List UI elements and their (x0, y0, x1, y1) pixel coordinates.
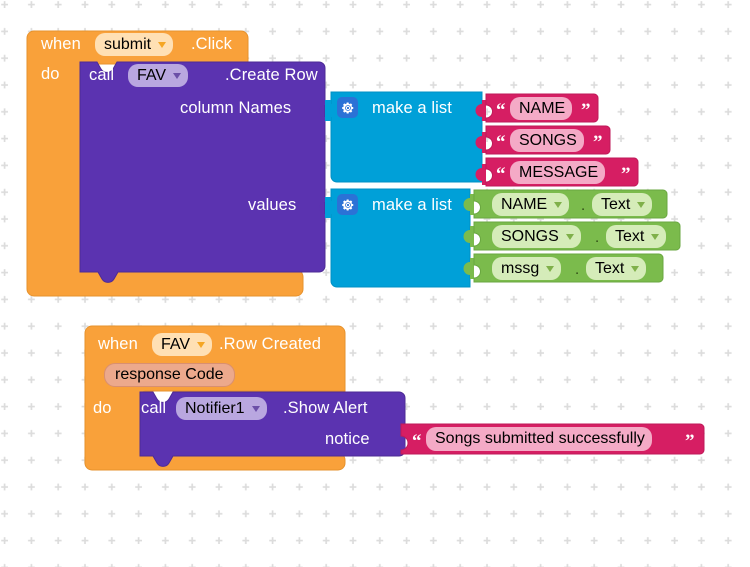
text-field-message-value: MESSAGE (519, 163, 599, 181)
make-a-list-label-1: make a list (372, 99, 452, 117)
text-field-songs-value: SONGS (519, 131, 577, 149)
when-label-2: when (98, 335, 138, 353)
socket-label-notice: notice (325, 430, 370, 448)
getter-dropdown-mssg[interactable]: mssg (492, 257, 562, 280)
method-name-label-create-row: .Create Row (225, 66, 318, 84)
component-dropdown-fav-1-label: FAV (137, 66, 167, 84)
property-dropdown-mssg-text-label: Text (595, 259, 625, 277)
text-field-name[interactable]: NAME (510, 97, 573, 120)
gear-icon-glyph (341, 102, 353, 113)
component-dropdown-notifier1-label: Notifier1 (185, 399, 245, 417)
call-label-1: call (89, 66, 115, 84)
open-quote-message: “ (496, 164, 506, 185)
text-field-notice[interactable]: Songs submitted successfully (426, 427, 652, 451)
chevron-down-icon (546, 265, 555, 272)
chevron-down-icon (251, 405, 260, 412)
open-quote-songs: “ (496, 132, 506, 153)
property-dropdown-name-text-label: Text (601, 195, 631, 213)
chevron-down-icon (554, 201, 563, 208)
chevron-down-icon (173, 72, 182, 79)
gear-icon-glyph (341, 199, 353, 210)
do-label-2: do (93, 399, 112, 417)
chevron-down-icon (565, 233, 574, 240)
component-dropdown-fav-2[interactable]: FAV (152, 333, 213, 356)
getter-dropdown-name[interactable]: NAME (492, 193, 570, 216)
make-a-list-label-2: make a list (372, 196, 452, 214)
component-dropdown-submit-label: submit (104, 35, 152, 53)
close-quote-notice: ” (685, 431, 695, 452)
gear-icon[interactable] (337, 97, 358, 118)
getter-dropdown-songs[interactable]: SONGS (492, 225, 581, 248)
getter-dot-3: . (575, 261, 580, 278)
getter-dropdown-songs-label: SONGS (501, 227, 559, 245)
gear-icon[interactable] (337, 194, 358, 215)
open-quote-notice: “ (412, 431, 422, 452)
chevron-down-icon (631, 265, 640, 272)
socket-label-column-names: column Names (180, 99, 292, 117)
chevron-down-icon (197, 341, 206, 348)
component-dropdown-fav-1[interactable]: FAV (128, 64, 189, 87)
chevron-down-icon (158, 41, 167, 48)
chevron-down-icon (651, 233, 660, 240)
call-label-2: call (141, 399, 167, 417)
component-dropdown-fav-2-label: FAV (161, 335, 191, 353)
text-field-name-value: NAME (519, 99, 566, 117)
when-label-1: when (41, 35, 81, 53)
open-quote-name: “ (496, 100, 506, 121)
property-dropdown-songs-text[interactable]: Text (606, 225, 667, 248)
close-quote-message: ” (621, 164, 631, 185)
text-field-notice-value: Songs submitted successfully (435, 430, 645, 447)
property-dropdown-mssg-text[interactable]: Text (586, 257, 647, 280)
property-dropdown-songs-text-label: Text (615, 227, 645, 245)
event-name-label-2: .Row Created (219, 335, 322, 353)
method-name-label-show-alert: .Show Alert (283, 399, 368, 417)
text-field-songs[interactable]: SONGS (510, 129, 584, 152)
close-quote-name: ” (581, 100, 591, 121)
event-name-label-1: .Click (191, 35, 232, 53)
chevron-down-icon (637, 201, 646, 208)
socket-label-values: values (248, 196, 297, 214)
getter-dot-1: . (581, 197, 586, 214)
close-quote-songs: ” (593, 132, 603, 153)
event-parameter-response-code[interactable]: response Code (104, 363, 235, 387)
component-dropdown-submit[interactable]: submit (95, 33, 174, 56)
text-field-message[interactable]: MESSAGE (510, 161, 606, 184)
do-label-1: do (41, 65, 60, 83)
component-dropdown-notifier1[interactable]: Notifier1 (176, 397, 267, 420)
property-dropdown-name-text[interactable]: Text (592, 193, 653, 216)
getter-dropdown-name-label: NAME (501, 195, 548, 213)
getter-dot-2: . (595, 229, 600, 246)
getter-dropdown-mssg-label: mssg (501, 259, 540, 277)
